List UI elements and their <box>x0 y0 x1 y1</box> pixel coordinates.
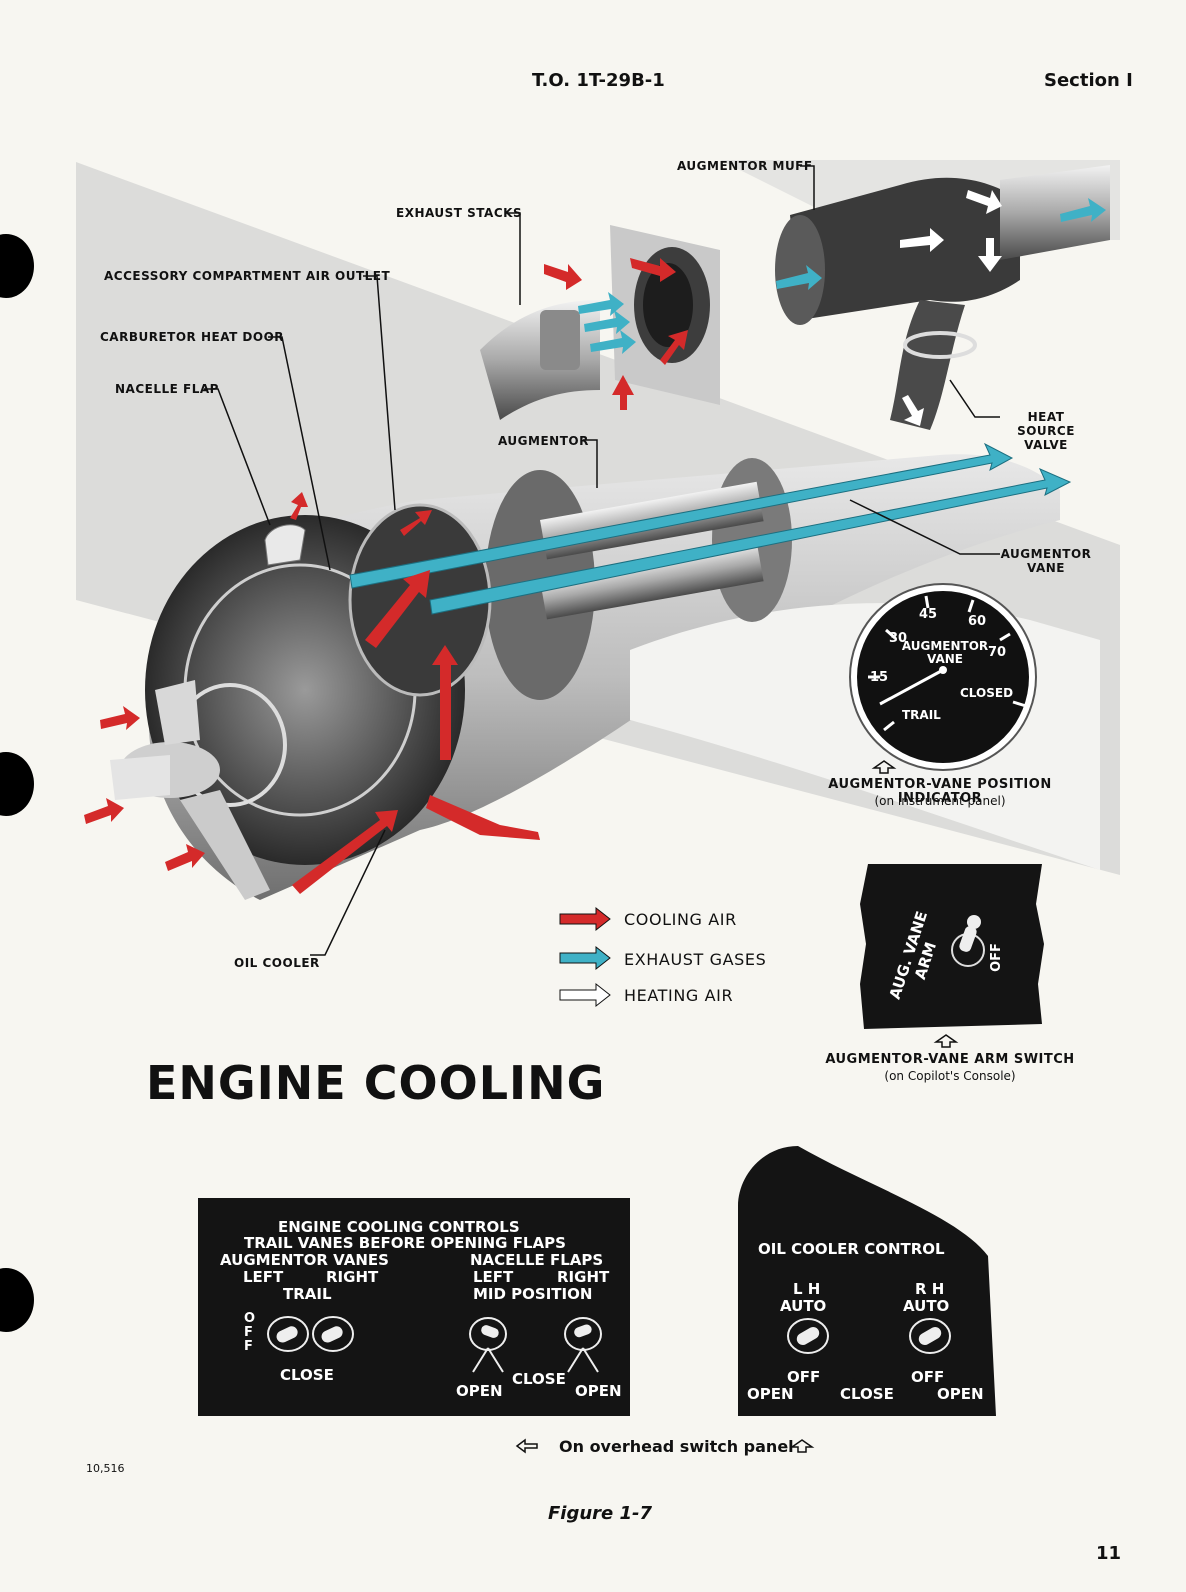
cooling-air-arrow <box>84 798 124 824</box>
gauge-trail: TRAIL <box>902 708 941 722</box>
oil-panel-auto-r: AUTO <box>903 1297 949 1315</box>
aug-vane-left-toggle <box>275 1324 300 1344</box>
callout-exhaust-stacks: EXHAUST STACKS <box>396 206 522 220</box>
panel-trail: TRAIL <box>283 1285 332 1303</box>
nacelle-flap <box>265 525 305 565</box>
panel-open-right: OPEN <box>575 1382 622 1400</box>
legend-arrows <box>558 908 614 1018</box>
gauge-label-line: VANE <box>900 653 990 666</box>
callout-line: VANE <box>1000 561 1092 575</box>
panel-left: LEFT <box>243 1268 283 1286</box>
callout-accessory-outlet: ACCESSORY COMPARTMENT AIR OUTLET <box>104 269 390 283</box>
nacelle-flap-right-toggle <box>573 1323 593 1339</box>
legend-cooling-air: COOLING AIR <box>624 910 737 929</box>
panel-close2: CLOSE <box>512 1370 566 1388</box>
oil-panel-lh: L H <box>793 1280 820 1298</box>
legend-exhaust-gases: EXHAUST GASES <box>624 950 766 969</box>
overhead-arrow-icon <box>790 1439 814 1453</box>
callout-oil-cooler: OIL COOLER <box>234 956 320 970</box>
page-title: ENGINE COOLING <box>146 1056 605 1110</box>
up-arrow-icon <box>872 760 896 774</box>
heating-air-legend-icon <box>560 984 610 1006</box>
callout-augmentor-vane: AUGMENTOR VANE <box>1000 547 1092 575</box>
callout-augmentor-muff: AUGMENTOR MUFF <box>677 159 813 173</box>
gauge-closed: CLOSED <box>960 686 1013 700</box>
callout-line: VALVE <box>1000 438 1092 452</box>
arm-switch-subcaption: (on Copilot's Console) <box>800 1069 1100 1083</box>
panel-aug-vanes: AUGMENTOR VANES <box>220 1251 389 1269</box>
oil-panel-off-r: OFF <box>911 1368 944 1386</box>
oil-panel-close: CLOSE <box>840 1385 894 1403</box>
panel-right: RIGHT <box>326 1268 378 1286</box>
figure-label: Figure 1-7 <box>548 1503 652 1524</box>
oil-panel-auto-l: AUTO <box>780 1297 826 1315</box>
aug-vane-right-toggle <box>320 1324 345 1344</box>
panel-nacelle-flaps: NACELLE FLAPS <box>470 1251 603 1269</box>
panel-open-left: OPEN <box>456 1382 503 1400</box>
legend-heating-air: HEATING AIR <box>624 986 733 1005</box>
up-arrow-icon <box>934 1034 958 1048</box>
panel-close: CLOSE <box>280 1366 334 1384</box>
page-number: 11 <box>1096 1543 1121 1564</box>
heat-source-pipe <box>890 300 965 430</box>
overhead-arrow-icon <box>515 1439 539 1453</box>
oil-panel-rh: R H <box>915 1280 944 1298</box>
oil-panel-title: OIL COOLER CONTROL <box>758 1240 945 1258</box>
panel-mid-position: MID POSITION <box>473 1285 592 1303</box>
overhead-note: On overhead switch panel <box>559 1437 794 1456</box>
oil-panel-open-r: OPEN <box>937 1385 984 1403</box>
panel-right2: RIGHT <box>557 1268 609 1286</box>
arm-switch-off: OFF <box>989 943 1004 972</box>
panel-left2: LEFT <box>473 1268 513 1286</box>
callout-line: AUGMENTOR <box>1000 547 1092 561</box>
gauge-tick-70: 70 <box>988 645 1006 660</box>
callout-heat-source-valve: HEAT SOURCE VALVE <box>1000 410 1092 452</box>
oil-panel-off-l: OFF <box>787 1368 820 1386</box>
callout-augmentor: AUGMENTOR <box>498 434 589 448</box>
panel-line2: TRAIL VANES BEFORE OPENING FLAPS <box>244 1234 566 1252</box>
gauge-subcaption: (on instrument panel) <box>790 794 1090 808</box>
gauge-label: AUGMENTOR VANE <box>900 640 990 666</box>
panel-off-vertical: OFF <box>244 1312 258 1354</box>
exhaust-gases-legend-icon <box>560 947 610 969</box>
callout-line: HEAT SOURCE <box>1000 410 1092 438</box>
nacelle-flap-left-toggle <box>480 1324 500 1340</box>
callout-nacelle-flap: NACELLE FLAP <box>115 382 219 396</box>
gauge-tick-45: 45 <box>919 607 937 622</box>
cooling-air-arrow <box>100 706 140 730</box>
oil-panel-open-l: OPEN <box>747 1385 794 1403</box>
callout-carb-heat-door: CARBURETOR HEAT DOOR <box>100 330 284 344</box>
gauge-tick-60: 60 <box>968 614 986 629</box>
gauge-tick-15: 15 <box>870 670 888 685</box>
oil-cooler-control-panel <box>738 1146 1000 1420</box>
arm-switch-caption: AUGMENTOR-VANE ARM SWITCH <box>800 1053 1100 1067</box>
cooling-air-legend-icon <box>560 908 610 930</box>
serial-number: 10,516 <box>86 1462 125 1475</box>
